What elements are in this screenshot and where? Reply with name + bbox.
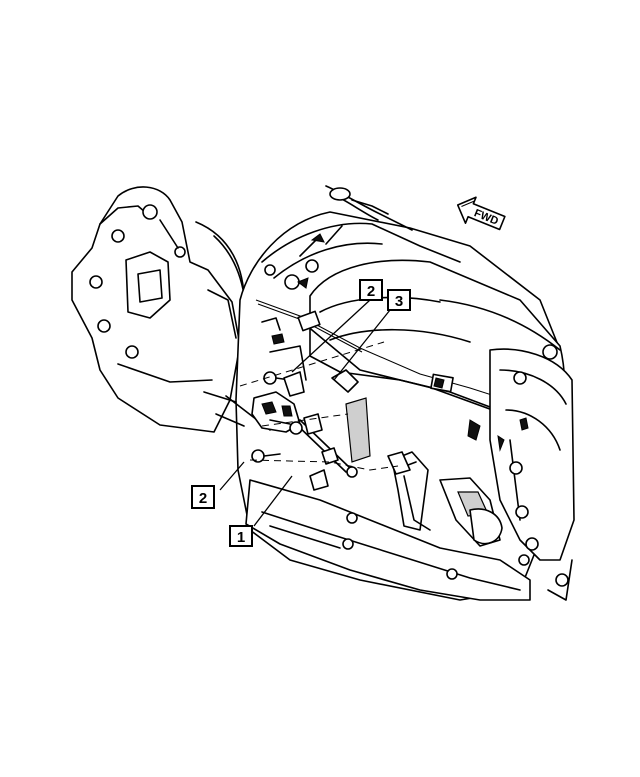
shift-linkage-assembly bbox=[251, 369, 431, 531]
leader-2-upper bbox=[291, 299, 371, 373]
leader-2-lower bbox=[219, 461, 245, 491]
callout-3-label: 3 bbox=[395, 293, 403, 310]
fwd-arrow: FWD bbox=[456, 196, 506, 231]
callout-3: 3 bbox=[387, 289, 411, 311]
callout-2-lower-label: 2 bbox=[199, 490, 207, 507]
leader-1 bbox=[253, 475, 293, 527]
callout-2-upper-label: 2 bbox=[367, 283, 375, 300]
callout-1-label: 1 bbox=[237, 529, 245, 546]
leader-3 bbox=[333, 309, 391, 381]
leader-lines bbox=[219, 299, 391, 527]
callout-1: 1 bbox=[229, 525, 253, 547]
transmission-case bbox=[71, 185, 575, 601]
alignment-lines bbox=[239, 341, 399, 471]
callout-2-lower: 2 bbox=[191, 485, 215, 509]
callout-2-upper: 2 bbox=[359, 279, 383, 301]
